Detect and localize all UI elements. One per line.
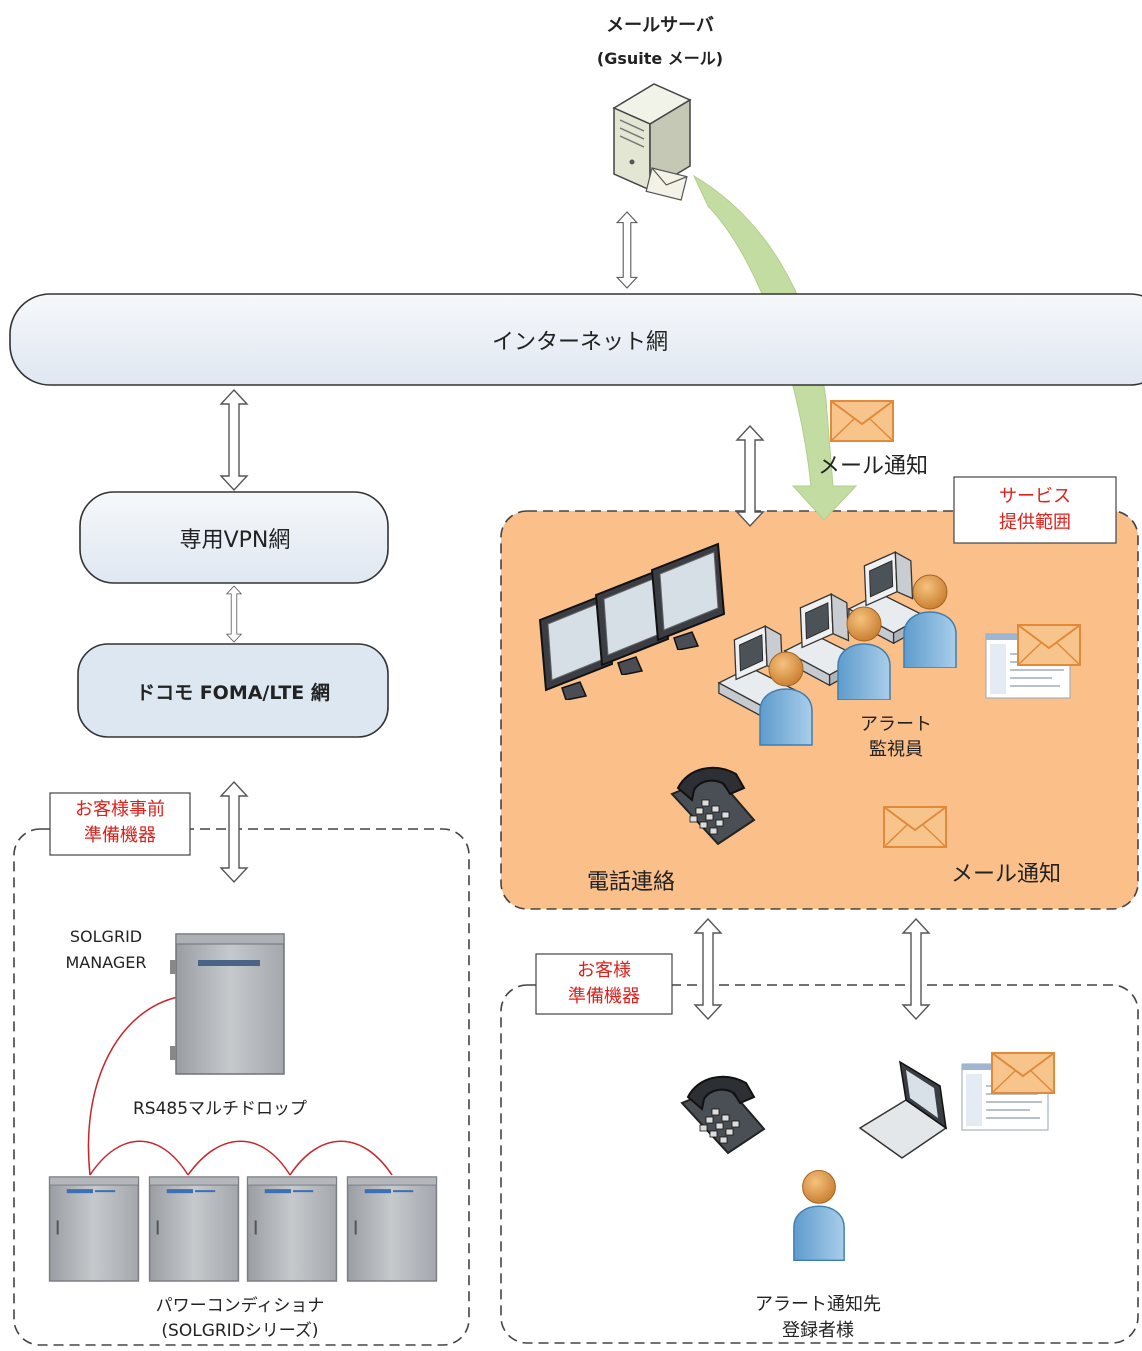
customer-prep-frame: [49, 792, 191, 856]
customer-equipment-label: お客様 準備機器: [536, 958, 672, 1010]
power-conditioner-label: パワーコンディショナ (SOLGRIDシリーズ): [120, 1294, 360, 1344]
internet-network: [9, 293, 1142, 386]
power-conditioner-line1: パワーコンディショナ: [155, 1296, 325, 1316]
arrow-internet-vpn: [220, 389, 248, 491]
service-scope-area: [500, 510, 1139, 910]
service-scope-frame: [953, 476, 1117, 544]
docomo-network-box: [77, 643, 389, 738]
power-conditioner-line2: (SOLGRIDシリーズ): [161, 1321, 319, 1341]
customer-prep-label: お客様事前 準備機器: [50, 797, 190, 849]
alert-recipient-line2: 登録者様: [782, 1320, 854, 1341]
arrow-vpn-docomo: [226, 585, 242, 643]
alert-staff-label: アラート 監視員: [848, 712, 944, 762]
phone-contact-label: 電話連絡: [586, 870, 675, 895]
customer-phone-icon: [680, 1075, 766, 1155]
envelope-icon: [882, 806, 948, 848]
alert-recipient-line1: アラート通知先: [755, 1294, 881, 1315]
alert-staff-line2: 監視員: [869, 739, 923, 760]
alert-recipient-label: アラート通知先 登録者様: [718, 1292, 918, 1344]
solgrid-manager-cabinet-icon: [170, 933, 285, 1075]
vpn-network-box: [79, 491, 389, 584]
mail-server-icon: [612, 83, 692, 192]
recipient-person-icon: [793, 1169, 845, 1262]
arrow-phone-customer: [693, 917, 723, 1021]
customer-equipment-line1: お客様: [577, 960, 631, 981]
solgrid-manager-line2: MANAGER: [65, 953, 147, 972]
customer-equipment-line2: 準備機器: [568, 986, 640, 1007]
customer-prep-line1: お客様事前: [75, 799, 165, 820]
rs485-cables: [87, 996, 393, 1176]
internet-label: インターネット網: [491, 330, 668, 355]
laptop-icon: [858, 1060, 948, 1159]
solgrid-manager-line1: SOLGRID: [69, 927, 143, 946]
envelope-icon: [1016, 624, 1082, 666]
envelope-icon: [830, 400, 894, 442]
service-scope-label: サービス 提供範囲: [954, 484, 1116, 536]
docomo-label: ドコモ FOMA/LTE 網: [136, 682, 330, 704]
power-conditioner-icon: [48, 1176, 438, 1282]
rs485-label: RS485マルチドロップ: [132, 1099, 308, 1119]
arrow-docomo-manager: [219, 780, 249, 884]
envelope-icon: [990, 1052, 1056, 1094]
mail-notice-center-label: メール通知: [950, 862, 1061, 887]
customer-prep-line2: 準備機器: [84, 825, 156, 846]
arrow-server-internet: [616, 211, 638, 289]
customer-equipment-area: [500, 984, 1139, 1344]
solgrid-manager-label: SOLGRID MANAGER: [46, 924, 166, 976]
arrow-mail-customer: [901, 917, 931, 1021]
service-scope-line2: 提供範囲: [999, 512, 1071, 533]
customer-equipment-frame: [535, 953, 673, 1015]
alert-staff-line1: アラート: [860, 714, 932, 735]
customer-prep-area: [13, 828, 470, 1346]
vpn-label: 専用VPN網: [179, 528, 291, 553]
mail-server-title: メールサーバ: [606, 15, 714, 36]
mail-server-envelope-icon: [645, 167, 688, 201]
mail-flow-arrow: [692, 174, 858, 521]
mail-server-subtitle: (Gsuite メール): [596, 49, 724, 68]
mail-notice-top-label: メール通知: [817, 454, 928, 479]
service-scope-line1: サービス: [999, 486, 1071, 507]
